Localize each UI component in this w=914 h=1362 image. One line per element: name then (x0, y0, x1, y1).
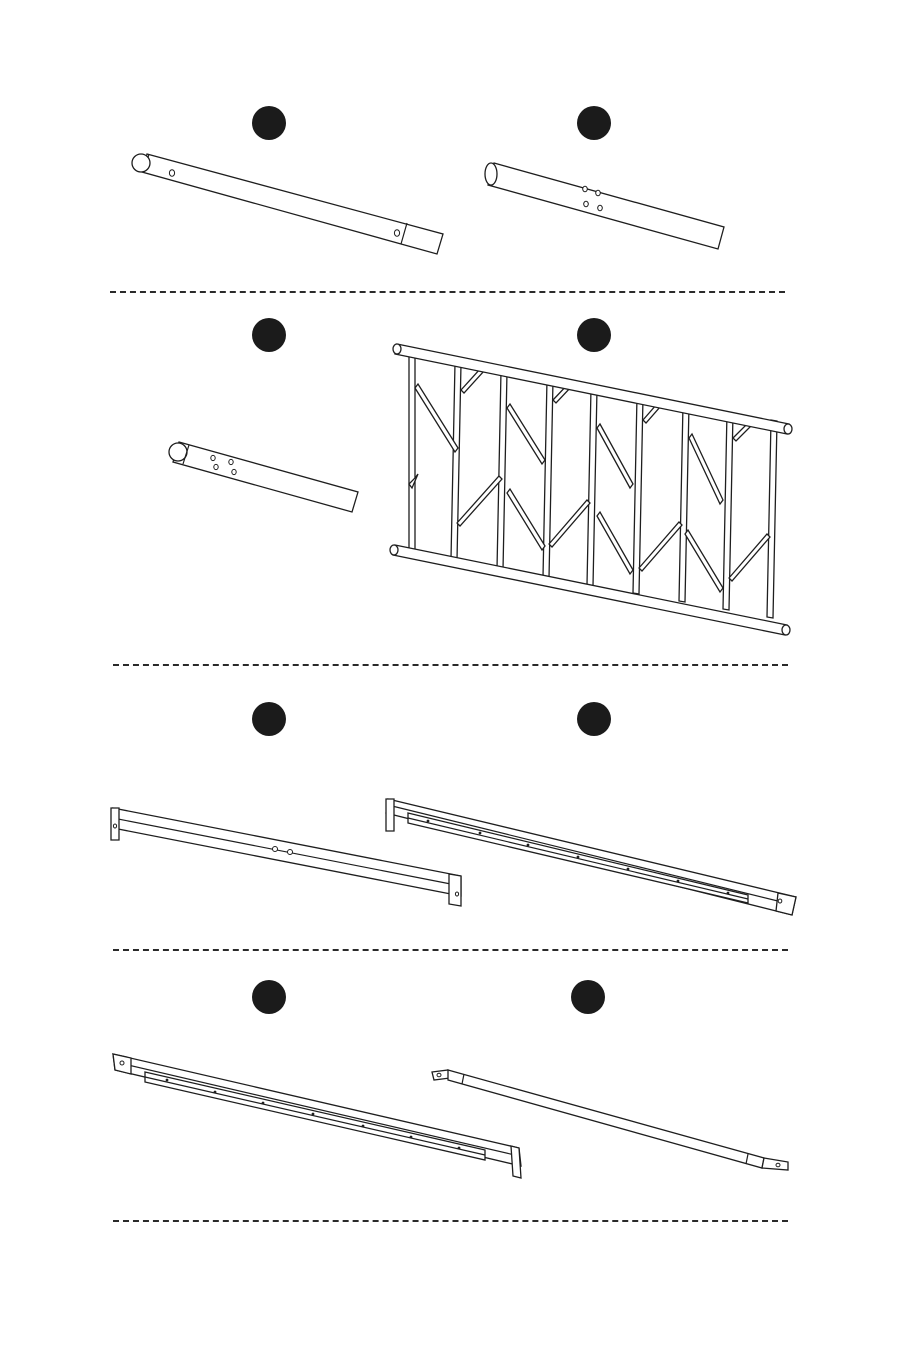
part-marker-5 (252, 702, 286, 736)
section-divider-4 (113, 1220, 788, 1222)
part-marker-3 (252, 318, 286, 352)
part-marker-1 (252, 106, 286, 140)
decorative-headboard-panel-drawing (385, 338, 795, 643)
tube-with-holes-drawing (480, 155, 740, 255)
part-marker-2 (577, 106, 611, 140)
short-tube-with-end-cap-drawing (163, 436, 363, 516)
section-divider-2 (113, 664, 788, 666)
section-divider-3 (113, 949, 788, 951)
part-marker-7 (252, 980, 286, 1014)
part-marker-6 (577, 702, 611, 736)
side-rail-right-drawing (382, 793, 802, 918)
section-divider-1 (110, 291, 785, 293)
tube-with-end-cap-drawing (125, 145, 455, 265)
part-marker-8 (571, 980, 605, 1014)
support-bar-with-tabs-drawing (428, 1064, 798, 1174)
